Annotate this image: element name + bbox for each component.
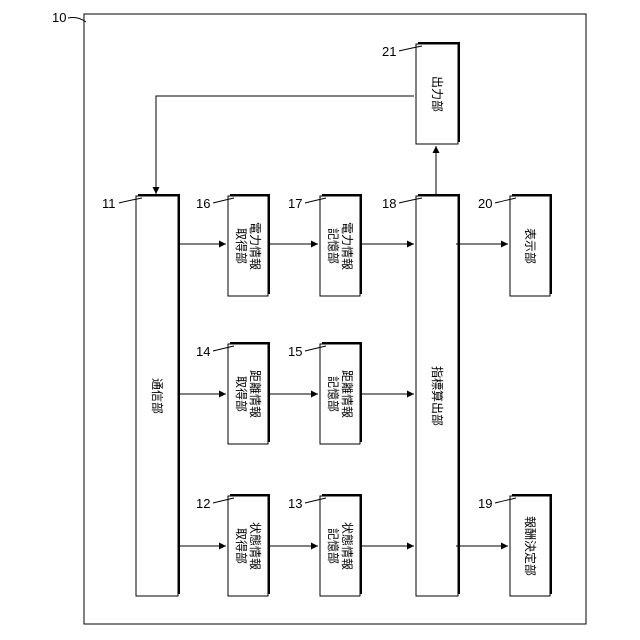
block-power-mem-label-line: 電力情報 (340, 222, 354, 270)
block-power-mem-label-line: 記憶部 (326, 228, 341, 264)
block-comm-ref: 11 (102, 196, 116, 211)
block-index-calc-ref: 18 (382, 196, 396, 211)
block-state-mem-ref: 13 (288, 496, 302, 511)
block-state-mem: 状態情報記憶部 13 (288, 494, 362, 596)
block-dist-mem-ref: 15 (288, 344, 302, 359)
block-power-acq: 電力情報取得部 16 (196, 194, 270, 296)
block-dist-acq-label-line: 取得部 (234, 376, 249, 412)
block-dist-acq-label-line: 距離情報 (248, 370, 262, 418)
block-dist-mem-label-line: 記憶部 (326, 376, 341, 412)
block-state-acq-label-line: 取得部 (234, 528, 249, 564)
block-dist-mem-label-line: 距離情報 (340, 370, 354, 418)
block-power-acq-label-line: 取得部 (234, 228, 249, 264)
block-display-label-line: 表示部 (523, 228, 538, 264)
block-reward-label-line: 報酬決定部 (523, 516, 538, 576)
block-dist-acq-ref: 14 (196, 344, 210, 359)
block-power-mem-ref: 17 (288, 196, 302, 211)
outer-frame-ref: 10 (52, 10, 66, 25)
block-state-mem-label-line: 状態情報 (340, 522, 355, 570)
block-comm: 通信部 11 (102, 194, 180, 596)
block-dist-mem: 距離情報記憶部 15 (288, 342, 362, 444)
arrow-output-to-comm (156, 96, 414, 194)
block-output: 出力部 21 (382, 42, 460, 144)
block-reward-ref: 19 (478, 496, 492, 511)
block-index-calc: 指標算出部 18 (382, 194, 460, 596)
block-state-mem-label-line: 記憶部 (326, 528, 341, 564)
block-state-acq: 状態情報取得部 12 (196, 494, 270, 596)
block-display: 表示部 20 (478, 194, 552, 296)
outer-frame-leader (68, 18, 86, 23)
block-output-label-line: 出力部 (430, 76, 445, 112)
block-state-acq-label-line: 状態情報 (248, 522, 263, 570)
block-reward: 報酬決定部 19 (478, 494, 552, 596)
block-power-acq-label-line: 電力情報 (248, 222, 262, 270)
block-display-ref: 20 (478, 196, 492, 211)
block-power-acq-ref: 16 (196, 196, 210, 211)
block-comm-label-line: 通信部 (150, 378, 165, 414)
block-power-mem: 電力情報記憶部 17 (288, 194, 362, 296)
block-state-acq-ref: 12 (196, 496, 210, 511)
block-index-calc-label-line: 指標算出部 (430, 366, 445, 426)
block-output-ref: 21 (382, 44, 396, 59)
block-dist-acq: 距離情報取得部 14 (196, 342, 270, 444)
